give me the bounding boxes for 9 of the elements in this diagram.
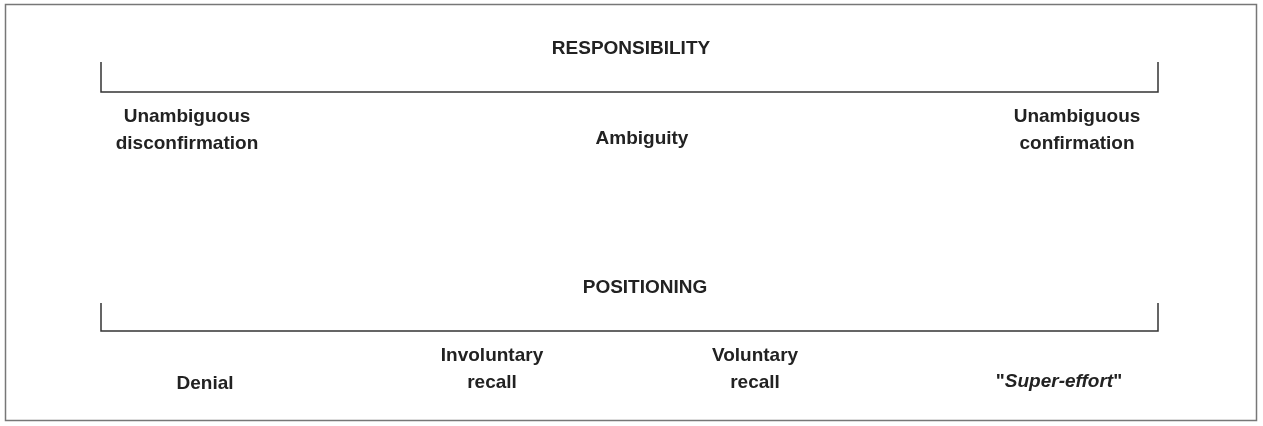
scale-label: "Super-effort"	[995, 369, 1123, 393]
scale-heading: RESPONSIBILITY	[551, 36, 711, 60]
scale-label: Unambiguous confirmation	[1012, 104, 1142, 155]
scale-label: Unambiguous disconfirmation	[114, 104, 260, 155]
scale-label: Denial	[176, 371, 234, 395]
scale-label: Voluntary recall	[710, 343, 800, 394]
scale-label: Involuntary recall	[439, 343, 545, 394]
scale-heading: POSITIONING	[582, 275, 708, 299]
scale-label: Ambiguity	[595, 126, 689, 150]
